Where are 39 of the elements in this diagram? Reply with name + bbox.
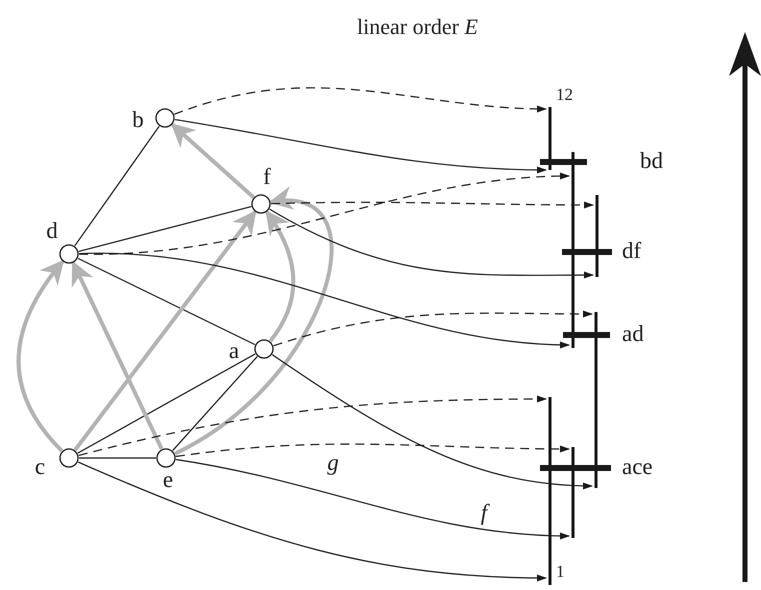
arrow bbox=[176, 444, 570, 458]
arrow bbox=[174, 87, 547, 115]
edge-line bbox=[78, 206, 252, 252]
bar-label: bd bbox=[640, 148, 663, 173]
arrow bbox=[270, 201, 594, 208]
arrow bbox=[79, 172, 570, 255]
order-number: 12 bbox=[556, 86, 573, 103]
vertex-label: a bbox=[228, 338, 240, 363]
edge-line bbox=[74, 126, 160, 246]
arrow bbox=[273, 310, 593, 346]
edge-line bbox=[172, 356, 258, 451]
edge-label: f bbox=[480, 500, 488, 525]
arrow bbox=[269, 208, 594, 279]
arrow bbox=[174, 189, 334, 456]
bar-label: ace bbox=[622, 454, 653, 479]
arrow bbox=[176, 458, 570, 540]
edge-label: g bbox=[327, 450, 339, 475]
vertex-label: d bbox=[46, 218, 58, 243]
edge-line bbox=[78, 258, 256, 346]
arrow bbox=[265, 210, 296, 342]
bar-label: df bbox=[622, 238, 642, 263]
bar-label: ad bbox=[622, 321, 644, 346]
arrow bbox=[78, 253, 570, 348]
vertex-label: c bbox=[34, 454, 46, 479]
arrow bbox=[71, 260, 164, 450]
arrow bbox=[174, 118, 547, 174]
arrow bbox=[272, 354, 593, 490]
arrow bbox=[78, 396, 547, 456]
edge-line bbox=[77, 353, 256, 454]
vertex-label: b bbox=[132, 107, 144, 132]
axis-title: linear order E bbox=[357, 16, 478, 38]
arrow bbox=[78, 461, 547, 582]
edge-line bbox=[79, 457, 156, 459]
vertex-label: e bbox=[162, 467, 174, 492]
vertex-label: f bbox=[263, 164, 271, 189]
arrow bbox=[170, 123, 255, 199]
arrow bbox=[16, 260, 64, 452]
arrow bbox=[73, 210, 257, 452]
order-number: 1 bbox=[556, 563, 564, 580]
